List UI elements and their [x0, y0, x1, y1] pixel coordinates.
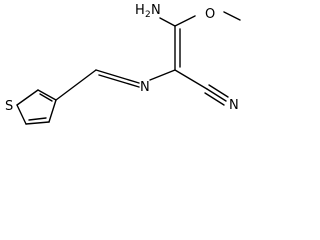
bond-c-cn — [174, 69, 208, 90]
chemical-structure: H 2 N O N N S — [5, 3, 241, 125]
bond-nitrile-1 — [206, 88, 227, 102]
bond-o-ch3 — [223, 11, 241, 21]
bond-c-o — [174, 15, 196, 27]
bond-c3-c4 — [48, 99, 57, 123]
bond-s-c5 — [16, 104, 27, 125]
bond-nitrile-3 — [204, 92, 225, 106]
bond-ch-n-2 — [98, 74, 140, 88]
atom-labels: H 2 N O N N S — [5, 3, 239, 114]
nitrile-nitrogen-label: N — [229, 98, 239, 113]
bonds — [16, 11, 241, 125]
amino-subscript-label: 2 — [145, 10, 151, 20]
imine-nitrogen-label: N — [140, 80, 150, 95]
bond-ch-n-1 — [95, 69, 140, 84]
amino-h-label: H — [135, 3, 145, 18]
methoxy-oxygen-label: O — [205, 7, 215, 22]
amino-n-label: N — [151, 3, 161, 18]
bond-c2-c3 — [37, 89, 57, 101]
bond-s-c2 — [16, 89, 39, 106]
bond-c4-c5-inner — [28, 117, 47, 121]
sulfur-label: S — [5, 99, 13, 114]
bond-c2-c3-inner — [39, 93, 53, 102]
bond-n-c — [149, 69, 176, 81]
structure-canvas: H 2 N O N N S — [0, 0, 252, 140]
bond-nitrile-2 — [208, 84, 229, 98]
bond-c-nh2 — [159, 17, 176, 27]
bond-c4-c5 — [25, 121, 50, 125]
bond-ring-ch — [55, 69, 97, 101]
